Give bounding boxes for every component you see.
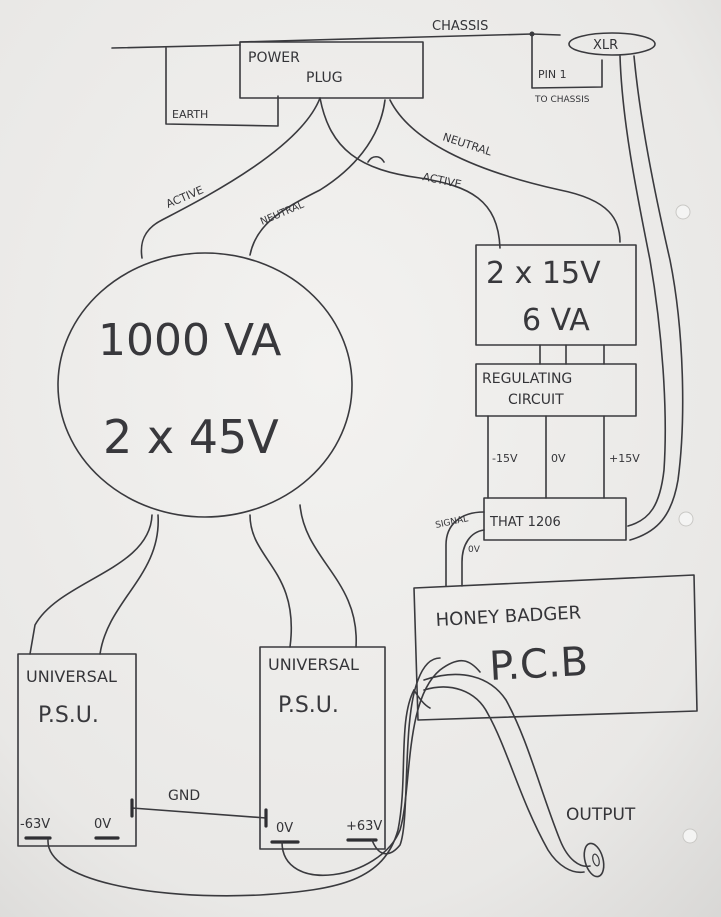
pcb-entry-wire — [413, 689, 431, 709]
small-tx-voltage: 2 x 15V — [486, 256, 601, 291]
output-cable-b — [423, 686, 585, 874]
power-plug-box — [239, 41, 424, 99]
xlr-label: XLR — [593, 38, 618, 53]
xlr-cable-a — [619, 55, 667, 527]
output-jack-center — [592, 853, 600, 867]
psu-left-box — [17, 653, 137, 847]
that-1206-label: THAT 1206 — [489, 515, 561, 530]
small-transformer-box — [475, 244, 637, 346]
neg63-wire — [47, 689, 415, 897]
psu-left-label-1: UNIVERSAL — [26, 667, 117, 686]
pos63-wire — [371, 657, 441, 855]
rail-zero-label: 0V — [551, 452, 566, 465]
pin1-label: PIN 1 — [538, 68, 567, 81]
psu-right-0v-label: 0V — [276, 821, 293, 836]
honey-badger-pcb-box — [413, 574, 698, 721]
mains-wiring — [140, 97, 621, 259]
gnd-label: GND — [168, 788, 200, 804]
that-0v-wire — [461, 529, 485, 587]
psu-left-0v-label: 0V — [94, 817, 111, 832]
toroid-voltage: 2 x 45V — [103, 410, 279, 464]
output-jack — [583, 842, 605, 878]
rail-pos-label: +15V — [609, 452, 640, 465]
power-plug-label-2: PLUG — [306, 70, 343, 86]
gnd-wire — [131, 807, 267, 819]
rail-wires — [487, 415, 605, 499]
binder-hole-top — [675, 204, 691, 220]
psu-right-pos63-label: +63V — [346, 819, 382, 834]
rail-neg-label: -15V — [492, 452, 518, 465]
psu-right-box — [259, 646, 386, 850]
signal-wire — [445, 511, 485, 587]
binder-hole-middle — [678, 511, 694, 527]
psu-left-label-2: P.S.U. — [38, 703, 99, 728]
toroid-transformer — [57, 252, 353, 518]
secondary-wiring — [29, 504, 357, 655]
small-tx-rating: 6 VA — [522, 303, 590, 338]
small-tx-leads — [539, 344, 605, 365]
pcb-label: P.C.B — [488, 639, 589, 690]
regulating-label-1: REGULATING — [482, 371, 572, 387]
xlr-cable-b — [629, 55, 684, 541]
psu-left-neg63-label: -63V — [20, 817, 50, 832]
that-0v-label: 0V — [468, 545, 481, 555]
chassis-label: CHASSIS — [432, 19, 488, 34]
power-plug-label-1: POWER — [248, 50, 300, 66]
regulating-circuit-box — [475, 363, 637, 417]
to-chassis-label: TO CHASSIS — [534, 95, 590, 105]
xlr-connector — [568, 32, 656, 56]
output-cable-a — [423, 673, 591, 868]
toroid-rating: 1000 VA — [98, 315, 281, 366]
output-label: OUTPUT — [566, 805, 636, 825]
gnd-terminals — [130, 798, 268, 828]
regulating-label-2: CIRCUIT — [508, 392, 564, 408]
psu-right-label-1: UNIVERSAL — [268, 655, 359, 674]
chassis-line — [111, 31, 603, 127]
that-1206-box — [483, 497, 627, 541]
earth-label: EARTH — [172, 108, 208, 121]
binder-hole-bottom — [682, 828, 698, 844]
psu-right-label-2: P.S.U. — [278, 693, 339, 718]
